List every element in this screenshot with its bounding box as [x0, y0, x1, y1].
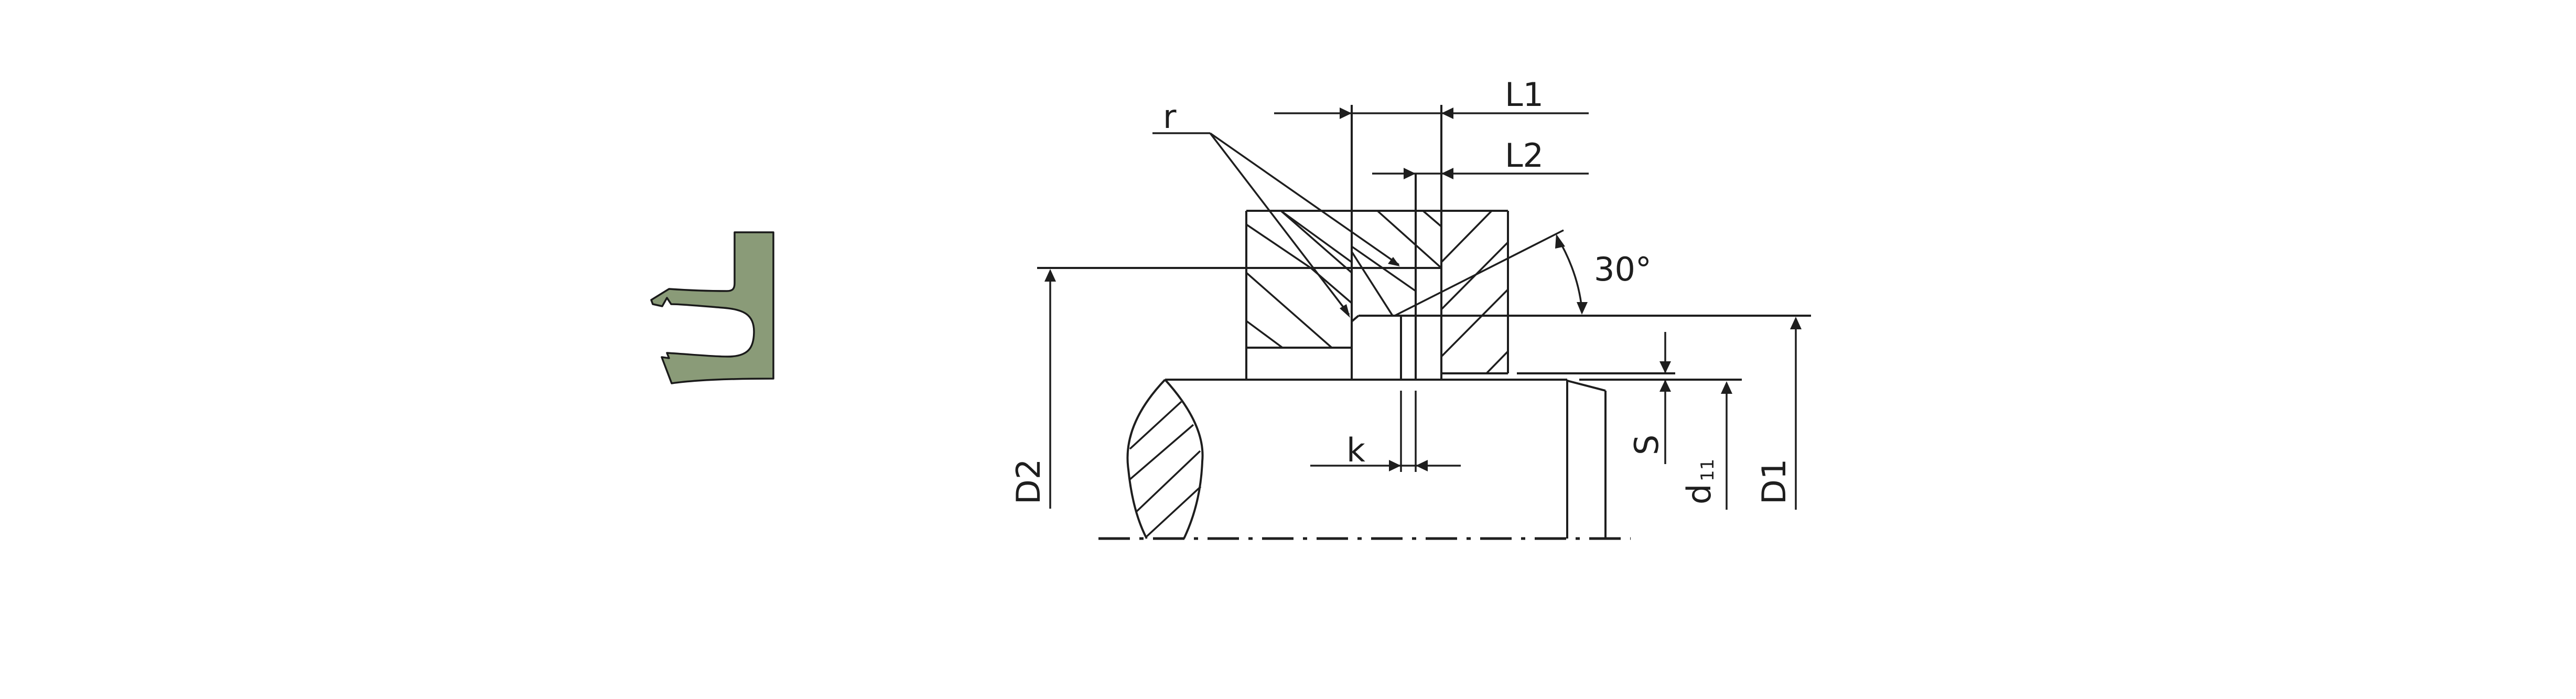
housing: [1037, 105, 1811, 381]
angle-30: 30°: [1394, 229, 1652, 317]
dimension-d: d 11: [1680, 381, 1732, 510]
shaft-end: [1566, 380, 1607, 539]
D2-label: D2: [1009, 459, 1048, 504]
angle-label: 30°: [1594, 250, 1652, 288]
shaft-break: [1126, 379, 1204, 539]
radius-leader: r: [1152, 98, 1400, 318]
dimension-D2: D2: [1009, 269, 1056, 509]
L2-label: L2: [1505, 136, 1544, 175]
d-subscript: 11: [1697, 459, 1718, 481]
dimension-D1: D1: [1755, 317, 1802, 510]
seal-cross-section: [650, 231, 774, 384]
dimension-L2: L2: [1372, 136, 1589, 179]
dimension-L1: L1: [1274, 76, 1589, 119]
D1-label: D1: [1755, 459, 1793, 504]
dimension-k: k: [1310, 391, 1461, 472]
S-label: S: [1627, 435, 1666, 455]
dimension-S: S: [1627, 332, 1671, 464]
radius-label: r: [1163, 98, 1177, 136]
seal-profile-icon: [650, 231, 774, 384]
section-hatching: [1245, 210, 1509, 374]
d-label: d: [1680, 484, 1718, 504]
k-label: k: [1346, 431, 1365, 469]
L1-label: L1: [1505, 76, 1544, 114]
